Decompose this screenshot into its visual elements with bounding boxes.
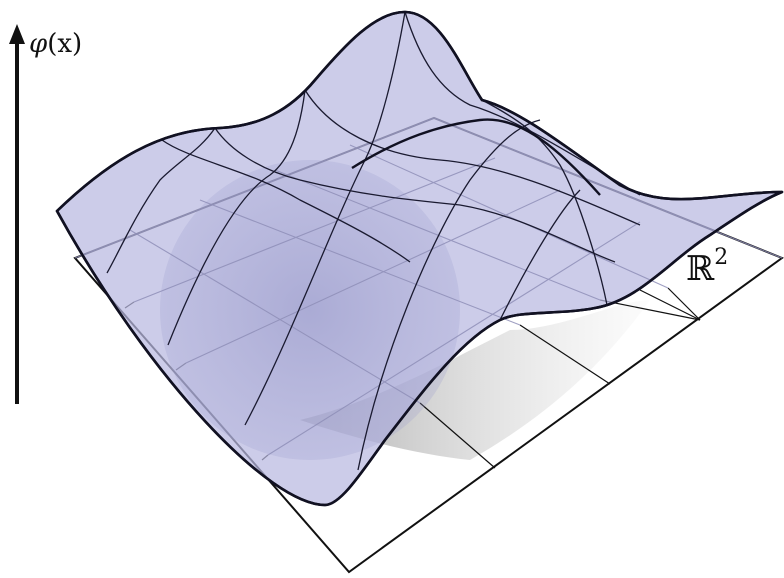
phi-symbol: φ (29, 29, 48, 59)
plane-label-base: ℝ (686, 249, 715, 289)
plane-label-exp: 2 (714, 245, 728, 270)
phi-argument: (x) (47, 29, 82, 59)
up-arrow-icon (9, 24, 25, 44)
phi-axis-label: φ(x) (29, 29, 82, 59)
